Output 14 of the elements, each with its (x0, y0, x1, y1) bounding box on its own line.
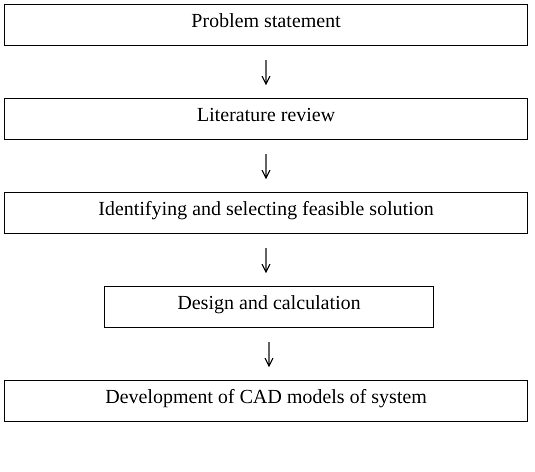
process-box (104, 286, 434, 328)
box-label: Design and calculation (177, 291, 361, 315)
box-label: Identifying and selecting feasible solution (98, 197, 434, 221)
process-box (4, 380, 528, 422)
arrow (261, 154, 271, 179)
process-box (4, 192, 528, 234)
process-box (4, 4, 528, 46)
box-label: Development of CAD models of system (105, 385, 427, 409)
arrow (261, 248, 271, 273)
arrow (261, 60, 271, 85)
arrow (264, 342, 274, 367)
process-box (4, 98, 528, 140)
box-label: Problem statement (191, 9, 341, 33)
box-label: Literature review (196, 103, 336, 127)
